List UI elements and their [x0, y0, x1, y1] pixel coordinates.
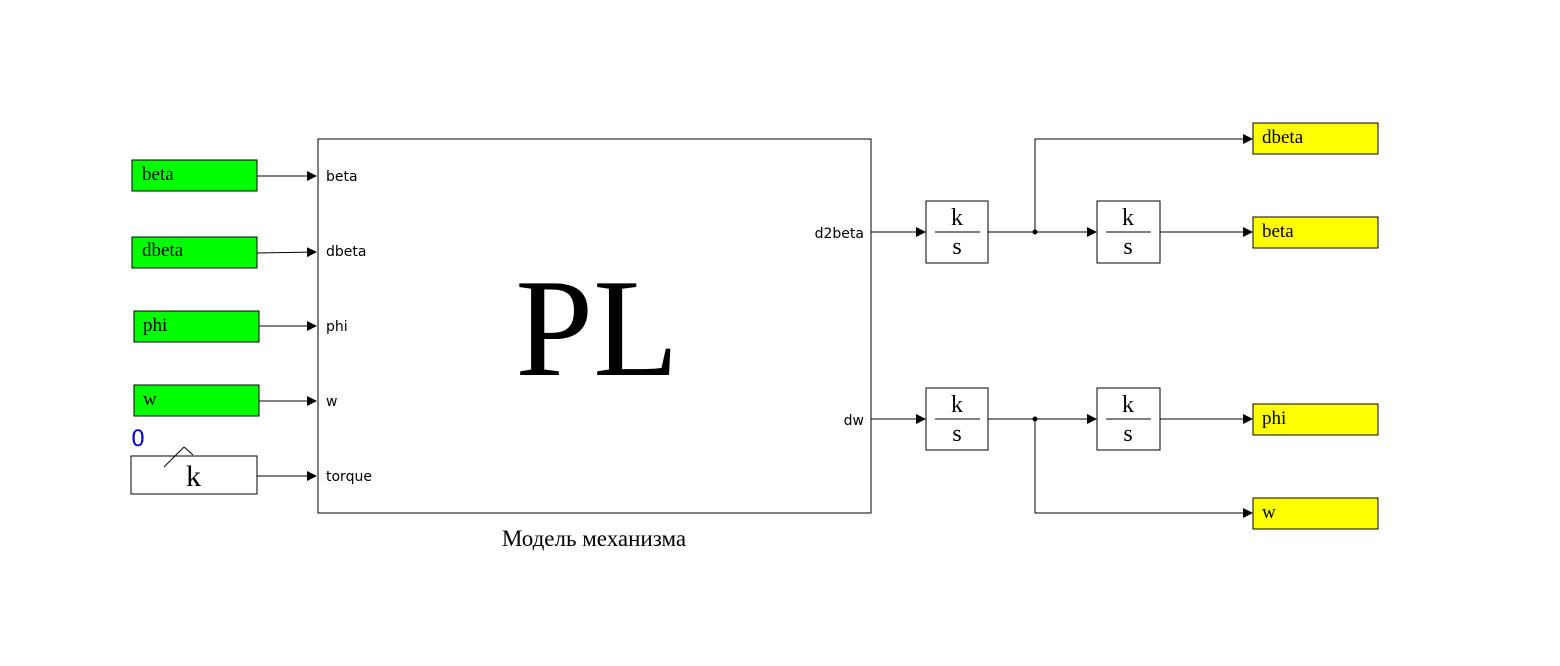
integrator-block-1[interactable]: k s: [925, 200, 989, 264]
goto-block-label: beta: [1262, 221, 1294, 242]
integrator-block-4[interactable]: k s: [1096, 387, 1161, 451]
slider-gain-block[interactable]: k: [130, 446, 258, 495]
subsystem-input-port-torque: torque: [326, 469, 372, 485]
signal-line-dbeta-branch[interactable]: [1034, 134, 1253, 232]
signal-line-dbeta[interactable]: [256, 247, 317, 258]
subsystem-title: PL: [515, 251, 678, 406]
goto-block-beta[interactable]: beta: [1252, 216, 1379, 249]
goto-block-label: w: [1262, 502, 1276, 523]
from-block-phi[interactable]: phi: [133, 310, 260, 343]
slider-gain-label: k: [186, 460, 201, 493]
from-block-w[interactable]: w: [133, 384, 260, 417]
from-block-label: dbeta: [142, 240, 184, 261]
signal-line-w-branch[interactable]: [1034, 419, 1253, 518]
slider-gain-indicator-tick: [183, 446, 194, 456]
integrator-denominator: s: [1123, 421, 1132, 447]
integrator-numerator: k: [1122, 392, 1134, 418]
subsystem-caption: Модель механизма: [502, 526, 686, 551]
integrator-denominator: s: [952, 421, 961, 447]
subsystem-input-port-phi: phi: [326, 319, 348, 335]
goto-block-w[interactable]: w: [1252, 497, 1379, 530]
integrator-denominator: s: [952, 234, 961, 260]
subsystem-input-port-w: w: [326, 394, 337, 410]
goto-block-label: dbeta: [1262, 127, 1304, 148]
slider-gain-value: 0: [131, 427, 145, 452]
branch-point: [1032, 416, 1038, 422]
subsystem-input-port-beta: beta: [326, 169, 358, 185]
from-block-dbeta[interactable]: dbeta: [131, 236, 258, 269]
integrator-numerator: k: [951, 205, 963, 231]
integrator-block-3[interactable]: k s: [925, 387, 989, 451]
subsystem-block[interactable]: PL beta dbeta phi w torque d2beta dw: [317, 138, 872, 514]
integrator-block-2[interactable]: k s: [1096, 200, 1161, 264]
goto-block-label: phi: [1262, 408, 1286, 429]
slider-gain-indicator: [163, 446, 185, 468]
integrator-denominator: s: [1123, 234, 1132, 260]
subsystem-output-port-d2beta: d2beta: [815, 226, 864, 242]
subsystem-input-port-dbeta: dbeta: [326, 244, 366, 260]
branch-point: [1032, 229, 1038, 235]
goto-block-dbeta[interactable]: dbeta: [1252, 122, 1379, 155]
integrator-numerator: k: [951, 392, 963, 418]
from-block-label: beta: [142, 164, 174, 185]
integrator-numerator: k: [1122, 205, 1134, 231]
goto-block-phi[interactable]: phi: [1252, 403, 1379, 436]
subsystem-output-port-dw: dw: [844, 413, 864, 429]
from-block-beta[interactable]: beta: [131, 159, 258, 192]
from-block-label: w: [143, 389, 157, 410]
from-block-label: phi: [143, 315, 167, 336]
